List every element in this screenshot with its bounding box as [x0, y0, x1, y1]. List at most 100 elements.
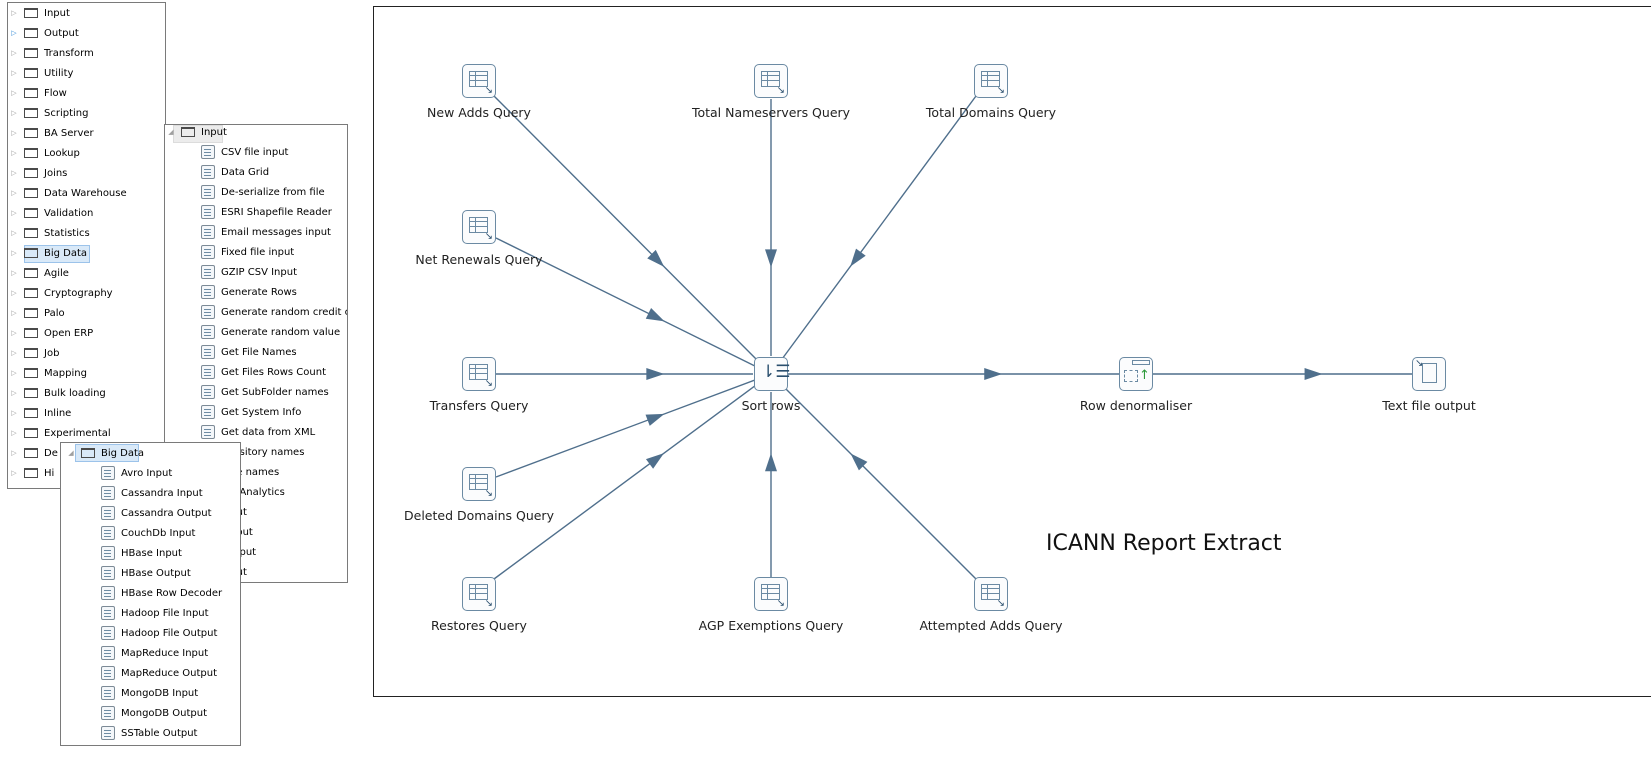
category-joins[interactable]: ▷Joins — [8, 163, 67, 183]
expand-arrow-icon[interactable]: ▷ — [11, 369, 17, 377]
deleted-label[interactable]: Deleted Domains Query — [404, 508, 554, 523]
input-step-item[interactable]: Get data from XML — [201, 422, 315, 442]
category-input[interactable]: ▷Input — [8, 3, 70, 23]
textout-step-icon[interactable]: ↘ — [1412, 357, 1446, 391]
hop-net-renewals[interactable] — [495, 237, 756, 367]
hop-deleted[interactable] — [495, 379, 755, 478]
category-bulk-loading[interactable]: ▷Bulk loading — [8, 383, 106, 403]
textout-label[interactable]: Text file output — [1382, 398, 1476, 413]
expand-arrow-icon[interactable]: ▷ — [11, 89, 17, 97]
category-statistics[interactable]: ▷Statistics — [8, 223, 89, 243]
expand-arrow-icon[interactable]: ▷ — [11, 389, 17, 397]
expand-arrow-icon[interactable]: ▷ — [11, 289, 17, 297]
category-open-erp[interactable]: ▷Open ERP — [8, 323, 93, 343]
expand-arrow-icon[interactable]: ▷ — [11, 109, 17, 117]
bigdata-step-item[interactable]: MapReduce Output — [101, 663, 217, 683]
input-step-item[interactable]: ESRI Shapefile Reader — [201, 202, 332, 222]
bigdata-step-item[interactable]: MongoDB Output — [101, 703, 207, 723]
bigdata-step-item[interactable]: MongoDB Input — [101, 683, 198, 703]
expand-arrow-icon[interactable]: ▷ — [11, 169, 17, 177]
deleted-step-icon[interactable]: ↘ — [462, 467, 496, 501]
input-step-item[interactable]: Get Files Rows Count — [201, 362, 326, 382]
expand-arrow-icon[interactable]: ▷ — [11, 229, 17, 237]
restores-step-icon[interactable]: ↘ — [462, 577, 496, 611]
category-utility[interactable]: ▷Utility — [8, 63, 73, 83]
new-adds-step-icon[interactable]: ↘ — [462, 64, 496, 98]
category-ba-server[interactable]: ▷BA Server — [8, 123, 93, 143]
category-inline[interactable]: ▷Inline — [8, 403, 71, 423]
hop-restores[interactable] — [493, 384, 757, 580]
expand-arrow-icon[interactable]: ▷ — [11, 409, 17, 417]
input-step-item[interactable]: De-serialize from file — [201, 182, 325, 202]
expand-arrow-icon[interactable]: ▷ — [11, 209, 17, 217]
net-renewals-label[interactable]: Net Renewals Query — [415, 252, 543, 267]
bigdata-step-item[interactable]: SSTable Output — [101, 723, 197, 743]
category-big-data[interactable]: ▷Big Data — [8, 243, 87, 263]
expand-arrow-icon[interactable]: ▷ — [11, 269, 17, 277]
denorm-label[interactable]: Row denormaliser — [1079, 398, 1193, 413]
input-step-item[interactable]: Get System Info — [201, 402, 301, 422]
bigdata-step-item[interactable]: HBase Output — [101, 563, 191, 583]
category-scripting[interactable]: ▷Scripting — [8, 103, 88, 123]
input-step-item[interactable]: Data Grid — [201, 162, 269, 182]
bigdata-step-item[interactable]: CouchDb Input — [101, 523, 195, 543]
expand-arrow-icon[interactable]: ▷ — [11, 69, 17, 77]
new-adds-label[interactable]: New Adds Query — [427, 105, 531, 120]
expand-arrow-icon[interactable]: ▷ — [11, 149, 17, 157]
input-step-item[interactable]: GZIP CSV Input — [201, 262, 297, 282]
expand-arrow-icon[interactable]: ▷ — [11, 449, 17, 457]
bigdata-step-item[interactable]: MapReduce Input — [101, 643, 208, 663]
bigdata-step-item[interactable]: Avro Input — [101, 463, 172, 483]
restores-label[interactable]: Restores Query — [431, 618, 527, 633]
expand-arrow-icon[interactable]: ▷ — [11, 469, 17, 477]
bigdata-step-item[interactable]: Hadoop File Output — [101, 623, 217, 643]
input-step-item[interactable]: Get SubFolder names — [201, 382, 329, 402]
sort-step-icon[interactable]: ⇂☰ — [754, 357, 790, 391]
total-domains-step-icon[interactable]: ↘ — [974, 64, 1008, 98]
input-step-item[interactable]: CSV file input — [201, 142, 288, 162]
attempted-step-icon[interactable]: ↘ — [974, 577, 1008, 611]
category-experimental[interactable]: ▷Experimental — [8, 423, 110, 443]
transfers-step-icon[interactable]: ↘ — [462, 357, 496, 391]
bigdata-step-item[interactable]: Cassandra Output — [101, 503, 212, 523]
total-domains-label[interactable]: Total Domains Query — [925, 105, 1057, 120]
hop-total-domains[interactable] — [781, 95, 977, 360]
expand-arrow-icon[interactable]: ▷ — [11, 249, 17, 257]
bigdata-step-item[interactable]: HBase Input — [101, 543, 182, 563]
bigdata-step-item[interactable]: Cassandra Input — [101, 483, 203, 503]
expand-arrow-icon[interactable]: ▷ — [11, 49, 17, 57]
net-renewals-step-icon[interactable]: ↘ — [462, 210, 496, 244]
category-agile[interactable]: ▷Agile — [8, 263, 69, 283]
expand-arrow-icon[interactable]: ▷ — [11, 9, 17, 17]
input-step-item[interactable]: Generate Rows — [201, 282, 297, 302]
input-step-item[interactable]: Get File Names — [201, 342, 297, 362]
category-cryptography[interactable]: ▷Cryptography — [8, 283, 112, 303]
category-transform[interactable]: ▷Transform — [8, 43, 93, 63]
category-flow[interactable]: ▷Flow — [8, 83, 67, 103]
attempted-label[interactable]: Attempted Adds Query — [919, 618, 1063, 633]
sort-label[interactable]: Sort rows — [741, 398, 801, 413]
total-ns-step-icon[interactable]: ↘ — [754, 64, 788, 98]
input-header[interactable]: ◢ Input — [165, 125, 227, 142]
agp-label[interactable]: AGP Exemptions Query — [698, 618, 844, 633]
category-data-warehouse[interactable]: ▷Data Warehouse — [8, 183, 126, 203]
input-step-item[interactable]: Fixed file input — [201, 242, 294, 262]
bigdata-step-item[interactable]: Hadoop File Input — [101, 603, 209, 623]
expand-arrow-icon[interactable]: ▷ — [11, 309, 17, 317]
expand-arrow-icon[interactable]: ▷ — [11, 129, 17, 137]
category-lookup[interactable]: ▷Lookup — [8, 143, 80, 163]
expand-arrow-icon[interactable]: ▷ — [11, 29, 17, 37]
total-ns-label[interactable]: Total Nameservers Query — [691, 105, 851, 120]
category-output[interactable]: ▷Output — [8, 23, 78, 43]
category-de[interactable]: ▷De — [8, 443, 58, 463]
hop-new-adds[interactable] — [493, 95, 759, 362]
expand-arrow-icon[interactable]: ▷ — [11, 189, 17, 197]
agp-step-icon[interactable]: ↘ — [754, 577, 788, 611]
input-step-item[interactable]: Generate random credit card n — [201, 302, 347, 322]
hop-attempted[interactable] — [783, 386, 977, 580]
category-hi[interactable]: ▷Hi — [8, 463, 54, 483]
bigdata-step-item[interactable]: HBase Row Decoder — [101, 583, 222, 603]
transfers-label[interactable]: Transfers Query — [429, 398, 529, 413]
category-job[interactable]: ▷Job — [8, 343, 59, 363]
expand-arrow-icon[interactable]: ▷ — [11, 349, 17, 357]
